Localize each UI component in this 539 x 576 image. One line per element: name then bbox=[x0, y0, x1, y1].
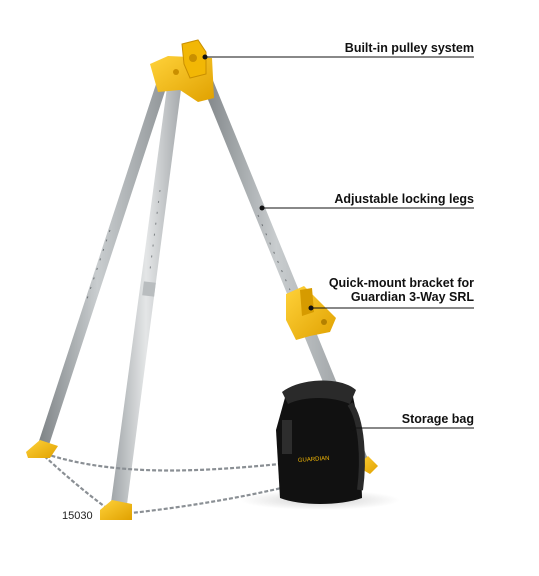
tripod-leg-front bbox=[110, 80, 182, 512]
callout-line-pulley bbox=[202, 54, 474, 60]
callout-legs-label: Adjustable locking legs bbox=[334, 192, 474, 206]
tripod-leg-right bbox=[200, 78, 370, 468]
callout-line-legs bbox=[259, 205, 474, 211]
storage-bag: GUARDIAN bbox=[276, 380, 365, 504]
callout-bracket-label-line1: Quick-mount bracket for bbox=[328, 276, 474, 290]
callout-line-bag bbox=[350, 425, 474, 431]
callout-bag-label: Storage bag bbox=[401, 412, 474, 426]
model-number: 15030 bbox=[62, 510, 93, 522]
callout-pulley-label: Built-in pulley system bbox=[344, 41, 474, 55]
pulley-head bbox=[150, 39, 214, 102]
quick-mount-bracket bbox=[286, 286, 336, 340]
callout-line-bracket bbox=[308, 305, 474, 311]
foot-pad-right bbox=[356, 456, 378, 474]
foot-pad-left bbox=[26, 440, 58, 458]
tripod-leg-left bbox=[38, 72, 170, 448]
bag-logo-text: GUARDIAN bbox=[298, 456, 330, 464]
foot-pad-front bbox=[100, 500, 132, 520]
callout-bracket-label-line2: Guardian 3-Way SRL bbox=[350, 290, 474, 304]
tripod-chain bbox=[39, 450, 301, 516]
